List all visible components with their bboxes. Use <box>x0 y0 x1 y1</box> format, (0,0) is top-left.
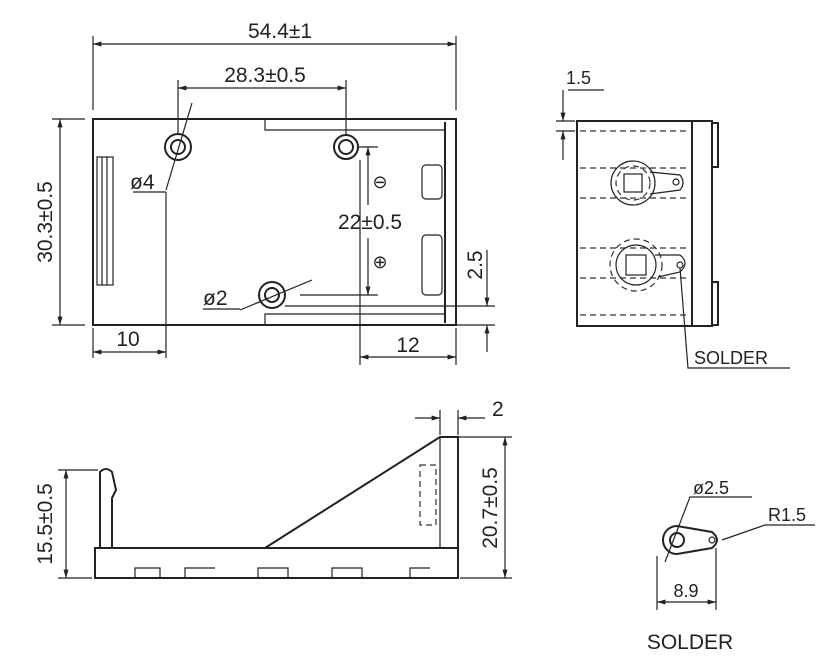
dimension-wall-width: 2 <box>415 398 504 435</box>
leader-solder: SOLDER <box>679 267 790 369</box>
dimension-tab-length: 8.9 <box>656 548 717 610</box>
dimension-right-offset: 12 <box>359 160 457 365</box>
dim-hole-diameter: ø2.5 <box>693 478 729 498</box>
top-view: 54.4±1 28.3±0.5 30.3±0.5 22±0.5 ⊖ ⊕ ø4 <box>34 20 495 365</box>
front-view-base <box>94 547 459 579</box>
mount-hole-bottom <box>258 281 286 309</box>
dim-bottom-offset: 2.5 <box>464 250 487 279</box>
solder-tab-outline <box>662 524 718 556</box>
solder-tab-label: SOLDER <box>647 631 733 654</box>
dimension-left-offset: 10 <box>92 192 167 358</box>
base-feet <box>134 567 430 578</box>
label-hole-small: ø2 <box>203 287 228 310</box>
dim-height: 30.3±0.5 <box>34 181 57 263</box>
dimension-right-height: 20.7±0.5 <box>458 436 512 579</box>
mount-hole-right <box>333 134 359 160</box>
dimension-wall-thickness: 1.5 <box>556 68 604 160</box>
sloped-wall <box>264 436 459 549</box>
leader-hole-large: ø4 <box>130 102 193 194</box>
label-hole-large: ø4 <box>130 171 155 194</box>
side-view-end-wall <box>691 120 713 327</box>
front-view: 15.5±0.5 20.7±0.5 2 <box>34 398 512 579</box>
plus-symbol: ⊕ <box>372 252 387 272</box>
top-view-outline <box>92 118 457 326</box>
side-view: 1.5 SOLDER <box>556 68 790 369</box>
dim-wall-width: 2 <box>492 398 504 421</box>
solder-label: SOLDER <box>694 348 768 368</box>
dimension-bottom-offset: 2.5 <box>285 250 495 352</box>
dim-hole-spacing: 28.3±0.5 <box>224 64 306 87</box>
dimension-height: 30.3±0.5 <box>34 118 85 326</box>
solder-tab-detail: ø2.5 R1.5 8.9 SOLDER <box>647 478 815 654</box>
dim-tab-length: 8.9 <box>673 581 698 601</box>
dim-right-offset: 12 <box>396 334 419 357</box>
contact-slot-positive <box>421 234 443 296</box>
leader-hole-diameter: ø2.5 <box>664 478 752 563</box>
dimension-hole-spacing: 28.3±0.5 <box>177 64 347 135</box>
dim-left-height: 15.5±0.5 <box>34 483 57 565</box>
side-view-tabs <box>712 122 719 326</box>
dim-right-height: 20.7±0.5 <box>479 467 502 549</box>
left-upright <box>99 468 118 548</box>
side-rails <box>264 119 445 325</box>
mount-hole-left <box>164 133 192 161</box>
side-view-outline <box>576 120 693 327</box>
dim-radius: R1.5 <box>768 505 806 525</box>
solder-tab-hole <box>669 532 685 548</box>
leader-radius: R1.5 <box>721 505 815 541</box>
minus-symbol: ⊖ <box>372 172 387 192</box>
dim-overall-length: 54.4±1 <box>248 20 312 43</box>
contact-positive <box>609 238 686 292</box>
dim-left-offset: 10 <box>116 328 139 351</box>
dim-contact-spacing: 22±0.5 <box>338 211 402 234</box>
contact-negative <box>610 160 684 206</box>
solder-tab-small-hole <box>708 536 716 544</box>
dimension-left-height: 15.5±0.5 <box>34 469 98 579</box>
dim-wall-thickness: 1.5 <box>566 68 591 88</box>
hidden-contact-slot <box>419 464 437 526</box>
dimension-overall-length: 54.4±1 <box>92 20 457 110</box>
dimension-contact-spacing: 22±0.5 <box>300 146 402 296</box>
left-grille <box>96 156 114 286</box>
contact-slot-negative <box>421 164 443 200</box>
hidden-lines <box>580 130 690 316</box>
leader-hole-small: ø2 <box>203 279 313 311</box>
